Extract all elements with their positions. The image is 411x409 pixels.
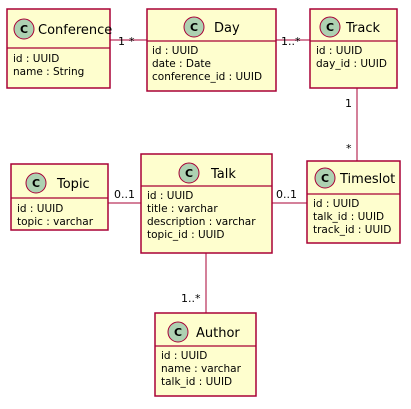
class-c-icon (314, 167, 336, 189)
class-c-icon (167, 321, 189, 343)
class-conference[interactable]: C Conference id : UUID name : String (6, 8, 112, 89)
class-attribute: title : varchar (147, 203, 218, 215)
class-track[interactable]: C Track id : UUID day_id : UUID (309, 8, 398, 89)
mult-talk-timeslot-1: 0..1 (276, 188, 297, 201)
mult-conference-day-1: 1 (118, 35, 125, 48)
class-author[interactable]: C Author id : UUID name : varchar talk_i… (154, 312, 257, 397)
class-name: Timeslot (339, 172, 395, 187)
class-day[interactable]: C Day id : UUID date : Date conference_i… (146, 8, 277, 92)
class-attribute: id : UUID (152, 45, 198, 57)
class-box (140, 153, 273, 254)
class-c-glyph: C (326, 21, 334, 34)
class-attribute: talk_id : UUID (313, 211, 384, 223)
class-name: Day (214, 21, 240, 36)
class-attribute: date : Date (152, 58, 211, 70)
class-box (146, 8, 277, 92)
class-attribute: id : UUID (313, 198, 359, 210)
class-c-icon (13, 18, 35, 40)
class-attribute: talk_id : UUID (161, 376, 232, 388)
class-attribute: name : varchar (161, 363, 242, 375)
class-topic[interactable]: C Topic id : UUID topic : varchar (10, 163, 109, 231)
class-attribute: conference_id : UUID (152, 71, 262, 83)
class-talk[interactable]: C Talk id : UUID title : varchar descrip… (140, 153, 273, 254)
class-attribute: name : String (13, 66, 84, 78)
class-c-glyph: C (321, 172, 329, 185)
class-c-glyph: C (32, 177, 40, 190)
class-c-glyph: C (20, 23, 28, 36)
class-timeslot[interactable]: C Timeslot id : UUID talk_id : UUID trac… (306, 160, 401, 244)
class-name: Conference (38, 23, 112, 38)
mult-topic-talk-2: 0..1 (114, 188, 135, 201)
class-attribute: id : UUID (13, 53, 59, 65)
class-name: Author (196, 326, 240, 341)
mult-day-track-1: 1..* (281, 35, 301, 48)
class-attribute: day_id : UUID (316, 58, 387, 70)
class-box (10, 163, 109, 231)
class-attribute: id : UUID (147, 190, 193, 202)
class-name: Track (345, 21, 380, 36)
class-attribute: track_id : UUID (313, 224, 391, 236)
mult-talk-author-2: 1..* (181, 292, 201, 305)
class-attribute: topic : varchar (17, 216, 94, 228)
class-c-icon (178, 162, 200, 184)
class-c-glyph: C (185, 167, 193, 180)
class-attribute: id : UUID (17, 203, 63, 215)
mult-track-timeslot-2: * (346, 142, 352, 155)
class-name: Topic (56, 177, 90, 192)
class-c-icon (25, 172, 47, 194)
class-c-glyph: C (190, 21, 198, 34)
class-attribute: id : UUID (161, 350, 207, 362)
class-c-glyph: C (174, 326, 182, 339)
class-c-icon (319, 16, 341, 38)
class-attribute: description : varchar (147, 216, 256, 228)
class-c-icon (183, 16, 205, 38)
class-attribute: id : UUID (316, 45, 362, 57)
class-name: Talk (210, 167, 236, 182)
mult-track-timeslot-1: 1 (345, 97, 352, 110)
mult-conference-day-2: * (129, 35, 135, 48)
class-attribute: topic_id : UUID (147, 229, 225, 241)
